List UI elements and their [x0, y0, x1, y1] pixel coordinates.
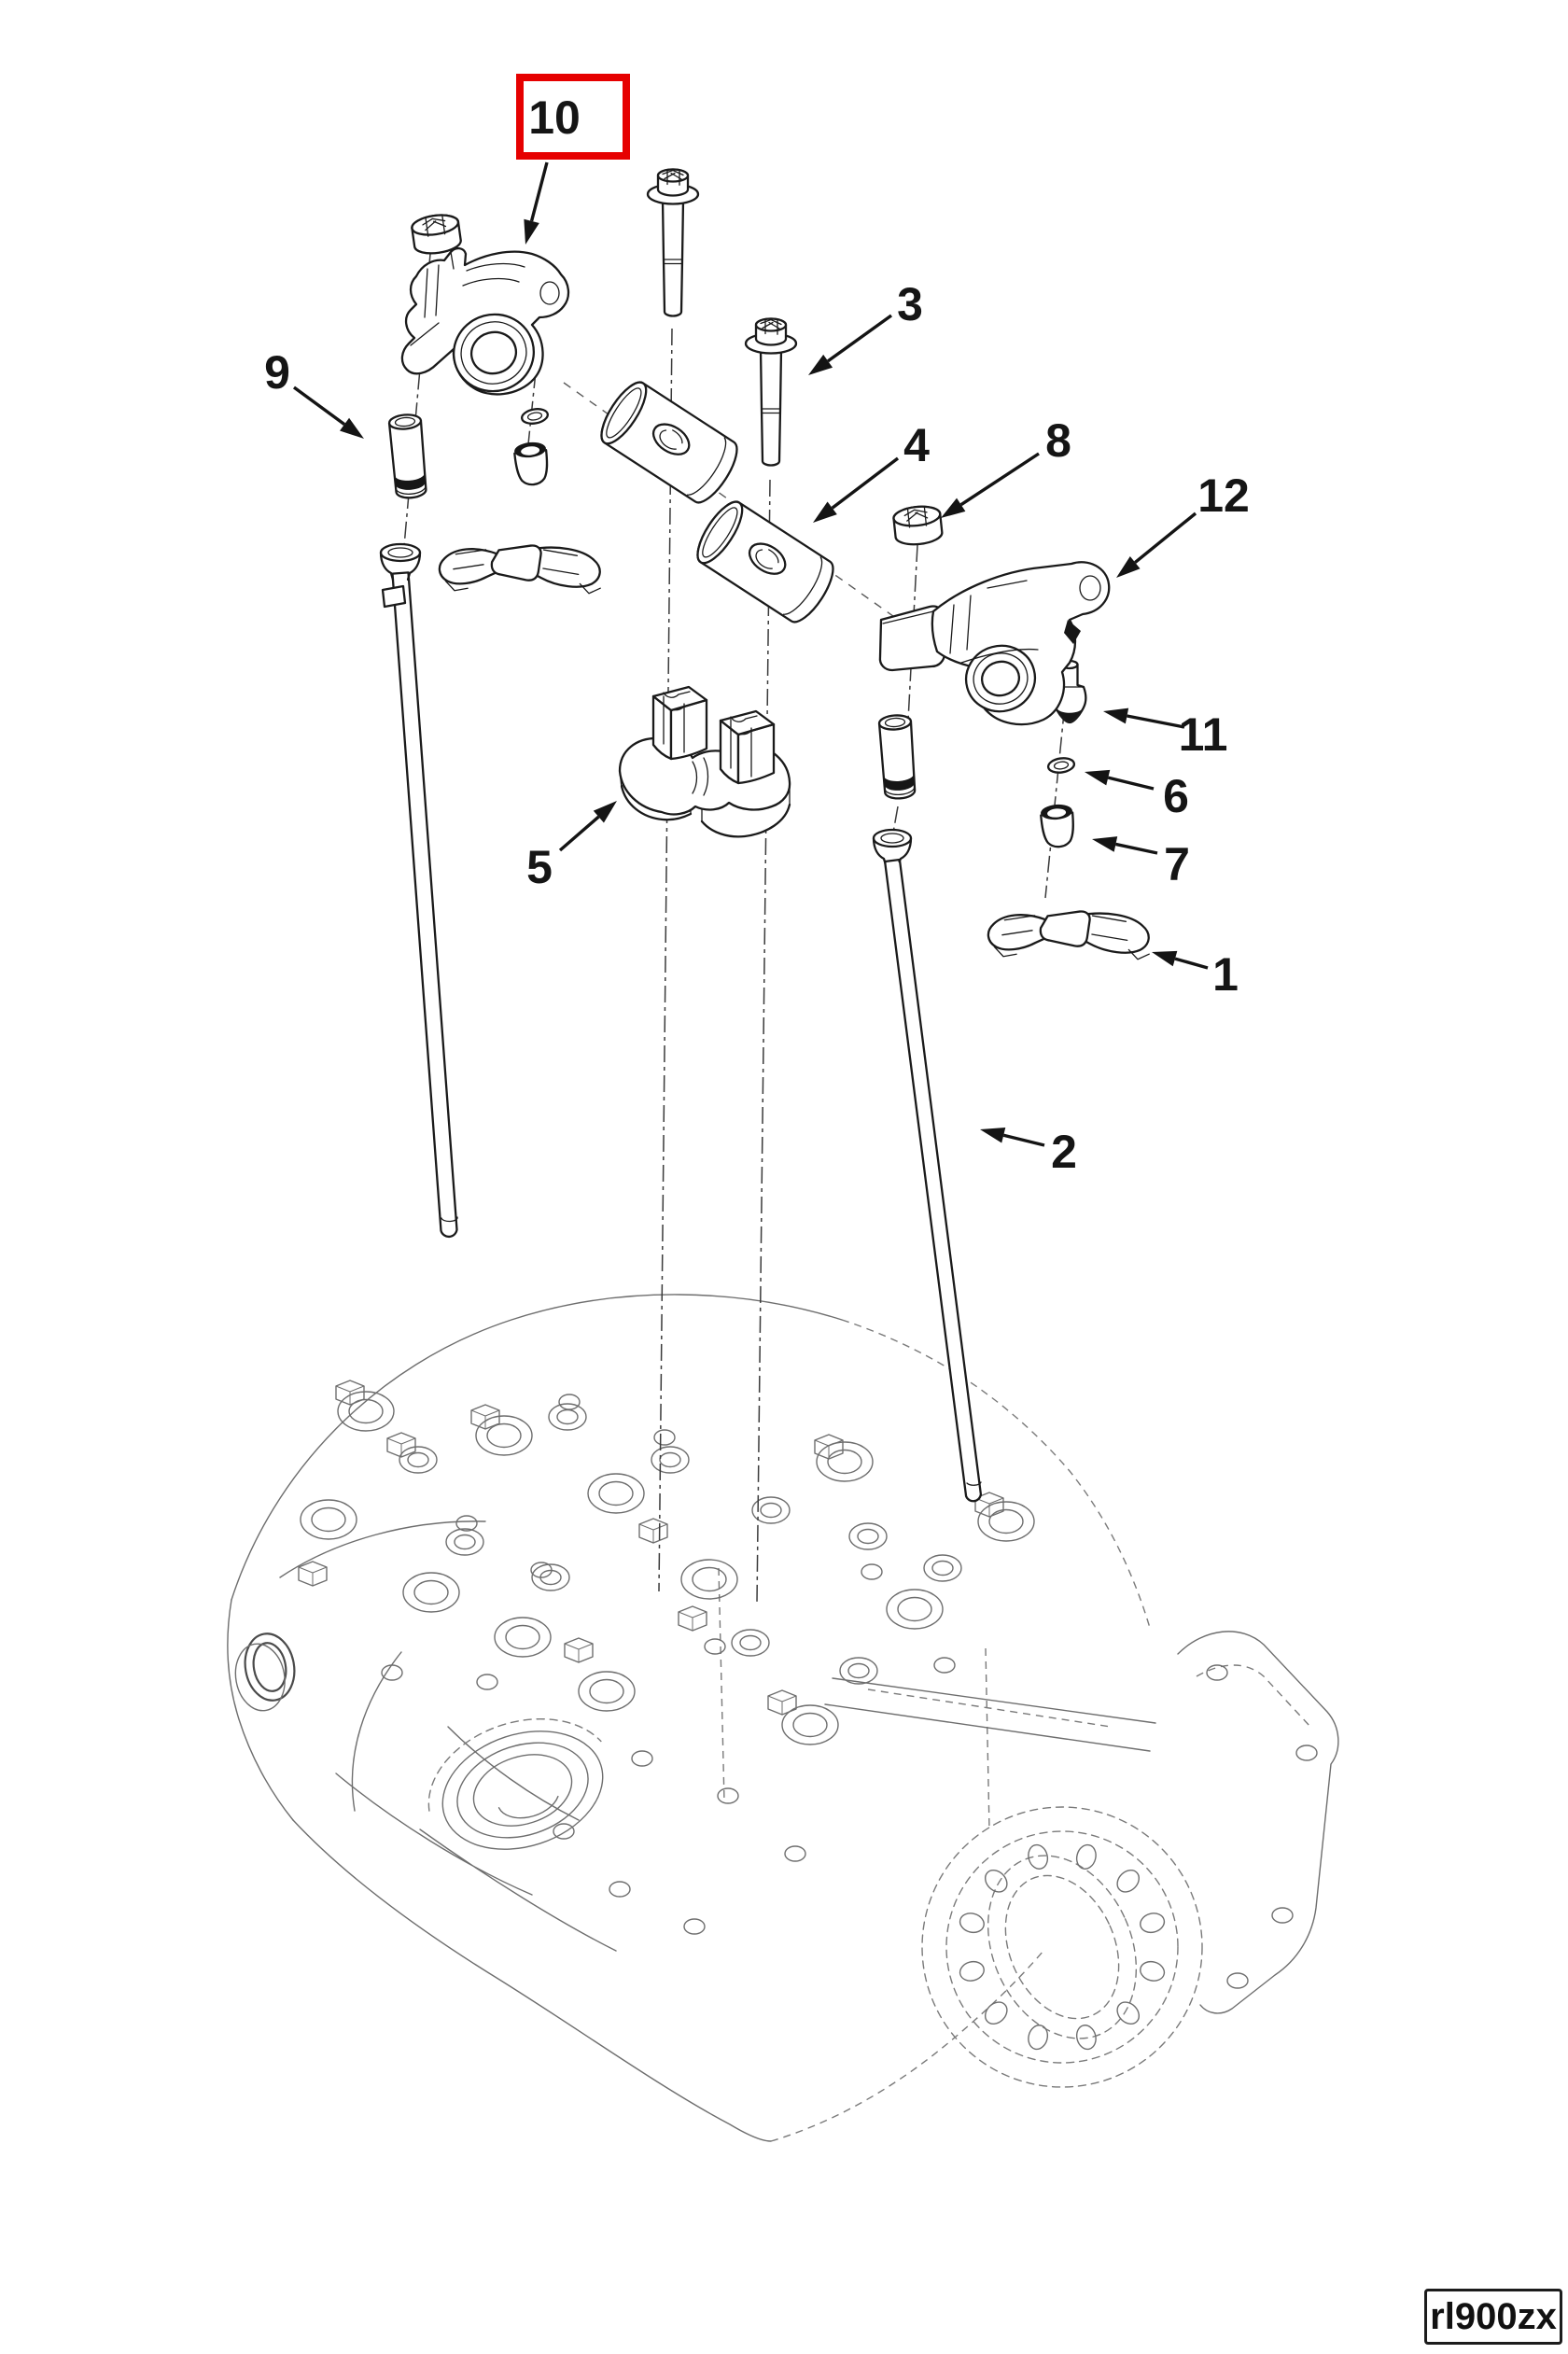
callout-arrow-line-7 — [1115, 842, 1158, 855]
callout-label-8: 8 — [1045, 414, 1071, 467]
callout-label-9: 9 — [264, 346, 290, 399]
callout-arrow-head-9 — [340, 417, 364, 439]
rocker-bolt-part-3 — [744, 317, 798, 467]
retainer-ring-left — [519, 406, 551, 427]
callout-label-1: 1 — [1212, 948, 1239, 1001]
crosshead-right-part-1 — [986, 906, 1152, 963]
callout-label-11: 11 — [1178, 708, 1228, 761]
bushing-part-7 — [1039, 802, 1077, 849]
callout-arrow-head-6 — [1085, 769, 1111, 786]
valve-stem-cap-left-part-9 — [387, 412, 429, 500]
callout-arrow-head-10 — [524, 218, 539, 245]
callout-arrow-head-1 — [1152, 950, 1178, 967]
callout-arrow-head-11 — [1103, 708, 1129, 724]
callout-label-5: 5 — [526, 841, 553, 893]
callout-arrow-line-1 — [1174, 957, 1209, 970]
callout-arrows — [292, 161, 1209, 1147]
callout-arrow-line-12 — [1134, 511, 1197, 564]
callout-arrow-head-5 — [593, 801, 617, 823]
callout-arrow-line-2 — [1002, 1133, 1045, 1147]
crosshead-left — [437, 540, 603, 597]
callout-label-6: 6 — [1163, 770, 1189, 822]
callout-arrow-line-8 — [959, 452, 1040, 507]
callout-arrow-head-12 — [1116, 556, 1141, 578]
callout-arrow-line-5 — [558, 815, 600, 852]
rocker-arm-right-part-12 — [878, 561, 1111, 726]
callout-label-12: 12 — [1197, 469, 1250, 522]
callout-label-2: 2 — [1051, 1126, 1077, 1178]
valve-stem-cap-right — [877, 713, 917, 801]
rocker-pedestal-part-5 — [618, 685, 791, 838]
callout-arrow-head-3 — [808, 354, 833, 375]
callout-arrow-line-4 — [831, 456, 900, 510]
highlight-box-callout-10 — [516, 74, 630, 160]
push-rod-right-part-2 — [872, 828, 983, 1503]
callout-label-4: 4 — [903, 419, 930, 471]
callout-label-10: 10 — [528, 91, 581, 144]
callout-arrow-line-3 — [827, 314, 892, 363]
callout-arrow-line-11 — [1127, 714, 1185, 729]
part-code-badge: rl900zx — [1424, 2289, 1562, 2345]
rocker-bolt-upper — [646, 168, 700, 317]
bushing-left — [512, 440, 551, 487]
callout-label-3: 3 — [897, 278, 923, 330]
callout-arrow-head-7 — [1092, 836, 1118, 852]
callout-label-7: 7 — [1164, 838, 1190, 890]
callout-arrow-head-4 — [813, 501, 837, 523]
callout-arrow-line-9 — [292, 385, 346, 426]
retainer-ring-part-6 — [1045, 755, 1077, 776]
push-rod-left-part-9-area — [379, 542, 458, 1239]
part-code-text: rl900zx — [1430, 2295, 1557, 2337]
cylinder-head-drawing — [227, 1294, 1339, 2142]
assembly-centerlines — [403, 253, 1071, 1604]
callout-arrow-line-10 — [529, 161, 549, 222]
roller-tappet-upper — [592, 374, 747, 511]
callout-arrow-line-6 — [1107, 776, 1155, 791]
callout-arrow-head-8 — [941, 497, 966, 518]
lock-nut-part-8 — [891, 503, 945, 548]
rocker-arm-left-part-10 — [400, 246, 570, 396]
callout-arrow-head-2 — [980, 1127, 1006, 1143]
